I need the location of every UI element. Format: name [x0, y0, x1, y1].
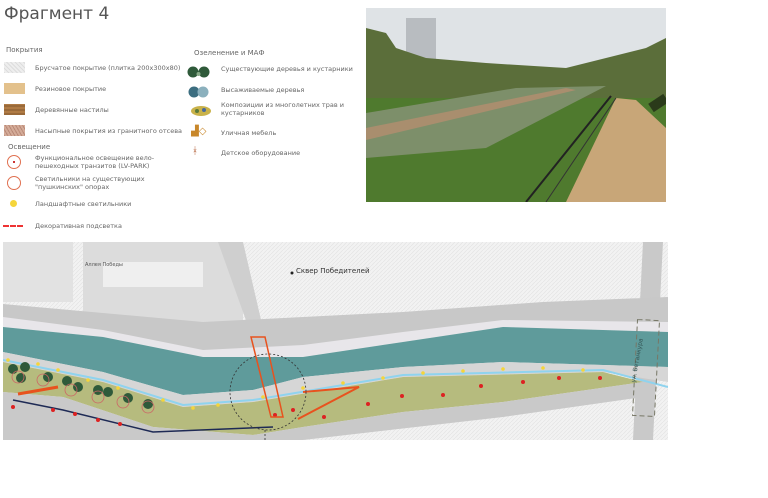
- legend-item: Резиновое покрытие: [35, 85, 107, 93]
- street-crossing-frame: [631, 318, 661, 418]
- legend-item: Детское оборудование: [221, 149, 301, 157]
- legend-item: Насыпные покрытия из гранитного отсева: [35, 127, 183, 135]
- lv-park-lamps: [11, 370, 155, 414]
- pushkin-lamps: [11, 376, 602, 426]
- legend-item: Декоративная подсветка: [35, 222, 122, 230]
- site-plan-map: Сквер Победителей Аллея Победы ул. Бетан…: [2, 242, 669, 452]
- north-embankment-road: [3, 297, 668, 357]
- south-road: [3, 382, 643, 440]
- street-furniture-icon: ▟◇: [191, 126, 207, 137]
- legend-heading-greenery: Озеленение и МАФ: [194, 49, 265, 57]
- pushkin-lamp-icon: [7, 176, 21, 190]
- landscape-lamps: [6, 358, 585, 410]
- new-tree-icon: [187, 83, 211, 102]
- playground-icon: ᚼ: [192, 146, 198, 157]
- site-photo: [366, 8, 666, 202]
- decorative-light-icon: [3, 225, 23, 227]
- paving-swatch: [4, 62, 25, 73]
- lawn: [3, 362, 643, 435]
- legend-item: Существующие деревья и кустарники: [221, 65, 353, 73]
- legend-item: Функциональное освещение вело-пешеходных…: [35, 154, 155, 170]
- legend-item: Деревянные настилы: [35, 106, 109, 114]
- side-street: [218, 242, 265, 340]
- legend-heading-surfaces: Покрытия: [6, 46, 43, 54]
- wood-deck-swatch: [4, 104, 25, 115]
- page-title: Фрагмент 4: [4, 4, 110, 24]
- legend-item: Уличная мебель: [221, 129, 277, 137]
- legend-heading-lighting: Освещение: [8, 143, 51, 151]
- legend-item: Высаживаемые деревья: [221, 86, 305, 94]
- decorative-path-light: [297, 386, 360, 420]
- bike-path: [2, 359, 669, 407]
- decorative-bridge-light: [250, 336, 284, 418]
- legend-item: Ландшафтные светильники: [35, 200, 132, 208]
- granite-swatch: [4, 125, 25, 136]
- perennials-icon: [190, 102, 212, 121]
- landscape-lamp-icon: [10, 200, 17, 207]
- rubber-swatch: [4, 83, 25, 94]
- detail-callout-circle: [229, 353, 307, 431]
- lv-park-lamp-icon: [7, 155, 21, 169]
- buildings: [3, 242, 243, 332]
- legend-item: Брусчатое покрытие (плитка 200х300х80): [35, 64, 181, 72]
- legend-item: Композиции из многолетних трав и кустарн…: [221, 101, 344, 117]
- river: [3, 327, 668, 395]
- map-label-square: Сквер Победителей: [296, 267, 370, 275]
- map-label-alley: Аллея Победы: [85, 262, 123, 268]
- existing-tree-icon: [187, 63, 211, 82]
- legend-item: Светильники на существующих "пушкинских"…: [35, 175, 145, 191]
